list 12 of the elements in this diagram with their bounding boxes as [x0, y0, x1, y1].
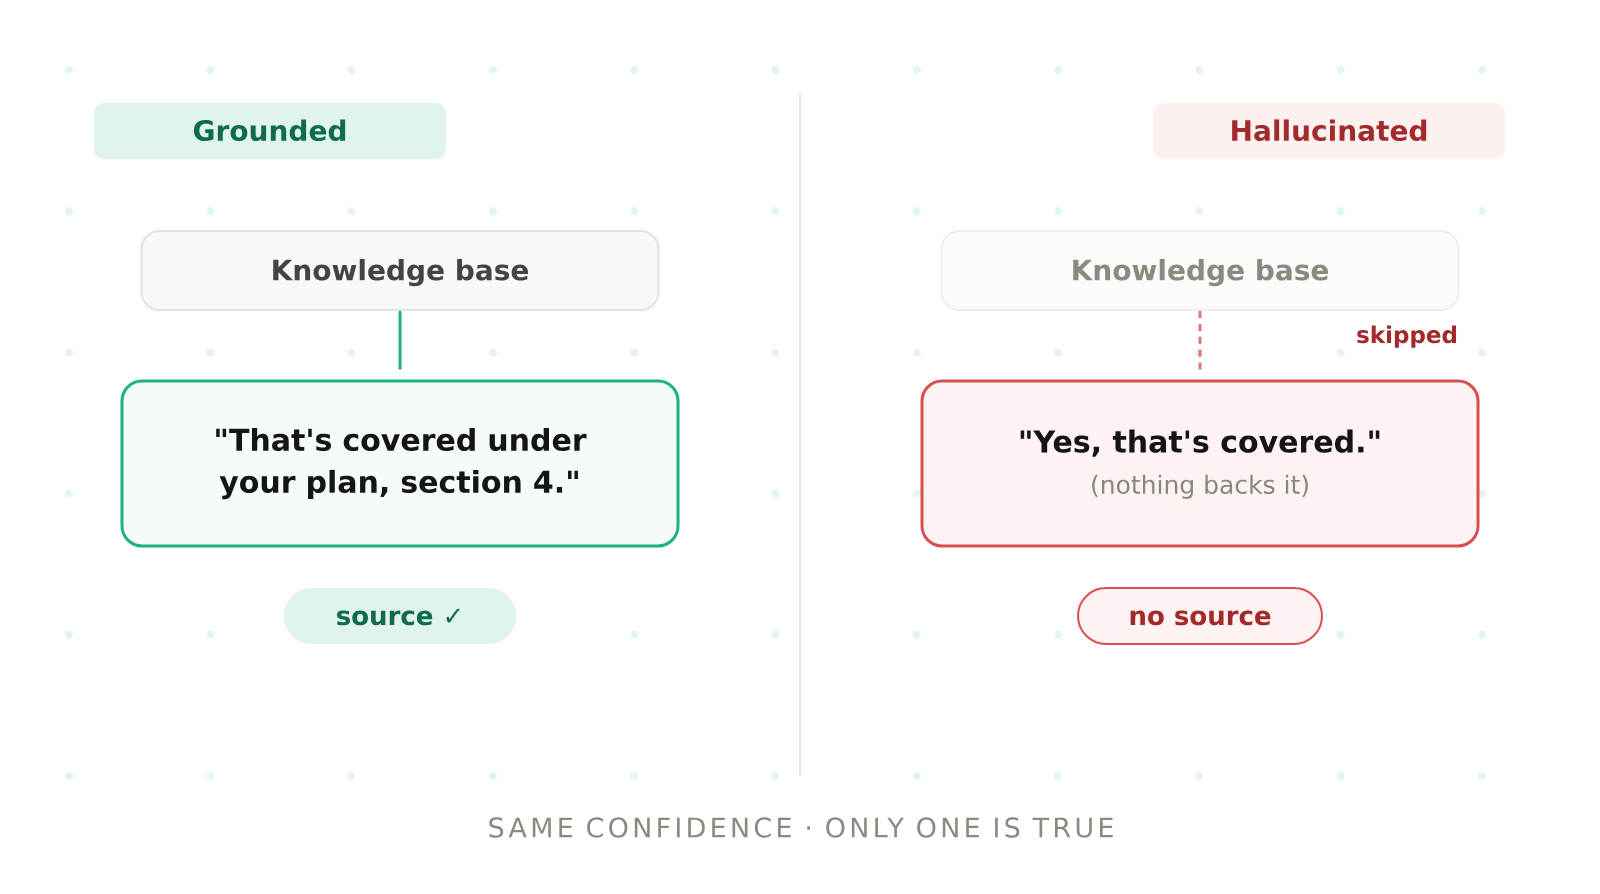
- edge-note: skipped: [1357, 325, 1457, 348]
- heading-tag: Hallucinated: [1153, 103, 1505, 159]
- note-text: (nothing backs it): [1092, 474, 1308, 499]
- status-pill: no source: [1077, 587, 1323, 645]
- quote-box: "That's covered under your plan, section 4.": [120, 379, 680, 548]
- caption: SAME CONFIDENCE · ONLY ONE IS TRUE: [489, 817, 1113, 838]
- heading-tag: Grounded: [94, 103, 446, 159]
- connector-line: [398, 311, 402, 370]
- connector-line: [1198, 311, 1202, 370]
- rounded-box: Knowledge base: [940, 230, 1460, 311]
- status-pill: source ✓: [283, 588, 517, 644]
- rounded-box: Knowledge base: [140, 230, 660, 311]
